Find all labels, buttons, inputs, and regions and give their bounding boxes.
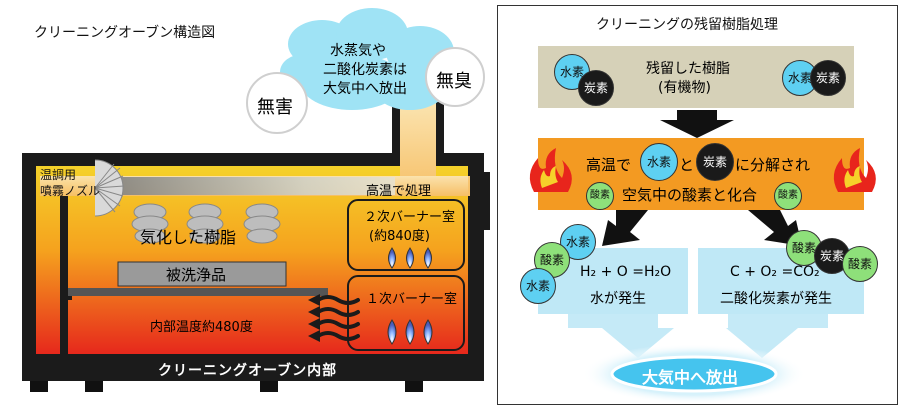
nozzle-label-2: 噴霧ノズル <box>40 184 101 198</box>
inner-wall-left <box>60 196 68 354</box>
decompose-suffix: に分解され <box>735 156 811 174</box>
heat-arrow-heads <box>308 294 320 342</box>
high-temp-treatment: 高温で処理 <box>366 184 432 199</box>
workpiece-label: 被洗浄品 <box>166 266 227 284</box>
release-label: 大気中へ放出 <box>642 368 739 387</box>
secondary-burner-flames <box>388 247 432 269</box>
hydrogen-bubble-orange: 水素 <box>640 143 678 181</box>
oven-leg-right <box>405 378 423 392</box>
workpiece-block <box>117 261 287 287</box>
residual-resin-label: 残留した樹脂 <box>646 61 730 77</box>
cloud-line-2: 二酸化炭素は <box>323 62 407 78</box>
oven-door <box>478 172 490 230</box>
right-panel-title: クリーニングの残留樹脂処理 <box>596 17 778 33</box>
left-panel-title: クリーニングオーブン構造図 <box>34 25 216 41</box>
oven-leg-center-right <box>260 378 278 392</box>
cloud-line-3: 大気中へ放出 <box>323 81 407 97</box>
oven-label-band <box>22 354 484 381</box>
oven-leg-left <box>30 378 48 392</box>
release-badge <box>610 355 778 393</box>
nozzle-label-1: 温調用 <box>40 168 77 182</box>
oxygen-bubble-orange-right: 酸素 <box>774 182 802 210</box>
organic-label: (有機物) <box>658 80 711 96</box>
internal-temp-label: 内部温度約480度 <box>150 320 253 335</box>
secondary-burner-box <box>347 199 465 271</box>
shelf <box>68 288 328 296</box>
decorative-flames <box>529 148 876 192</box>
odorless-label: 無臭 <box>436 71 472 92</box>
right-panel: クリーニングの残留樹脂処理 <box>497 5 898 405</box>
harmless-label: 無害 <box>257 97 293 118</box>
arrow-to-release-right <box>726 314 828 358</box>
oven-leg-center-left <box>85 378 103 392</box>
decompose-prefix: 高温で <box>586 156 632 174</box>
lower-divider <box>68 296 72 300</box>
vapor-puffs <box>131 203 281 244</box>
decompose-and: と <box>679 156 695 174</box>
left-panel: クリーニングオーブン構造図 <box>22 8 490 392</box>
co2-equation: C + O₂ =CO₂ <box>730 264 820 280</box>
cloud-line-1: 水蒸気や <box>330 43 386 59</box>
carbon-bubble-orange: 炭素 <box>696 143 734 181</box>
water-equation: H₂ + O =H₂O <box>580 264 672 280</box>
arrow-down-1 <box>660 110 734 138</box>
label-bubbles <box>246 47 485 134</box>
oven-label: クリーニングオーブン内部 <box>158 363 338 379</box>
nozzle-spray <box>95 177 395 195</box>
spray-nozzle-fan <box>94 159 125 217</box>
co2-result: 二酸化炭素が発生 <box>720 291 832 307</box>
arrow-down-left <box>602 210 648 246</box>
chimney-flue <box>380 102 470 196</box>
hydrogen-bubble-water-bottom: 水素 <box>520 268 556 304</box>
carbon-bubble-tan-right: 炭素 <box>810 60 846 96</box>
oven-diagram <box>22 8 490 392</box>
primary-burner-flames <box>387 319 433 345</box>
secondary-burner-label: ２次バーナー室 <box>364 210 456 225</box>
heat-flow-arrows <box>316 295 360 341</box>
vaporized-resin-label: 気化した樹脂 <box>140 228 237 247</box>
secondary-temp-label: (約840度) <box>369 229 430 244</box>
oxygen-bubble-orange-left: 酸素 <box>586 182 614 210</box>
water-result: 水が発生 <box>590 291 646 307</box>
hydrogen-bubble-tan-left: 水素 <box>554 54 590 90</box>
primary-burner-label: １次バーナー室 <box>366 292 458 307</box>
carbon-bubble-tan-left: 炭素 <box>578 70 614 106</box>
combine-text: 空気中の酸素と化合 <box>622 186 758 204</box>
oxygen-bubble-co2-right: 酸素 <box>842 246 878 282</box>
